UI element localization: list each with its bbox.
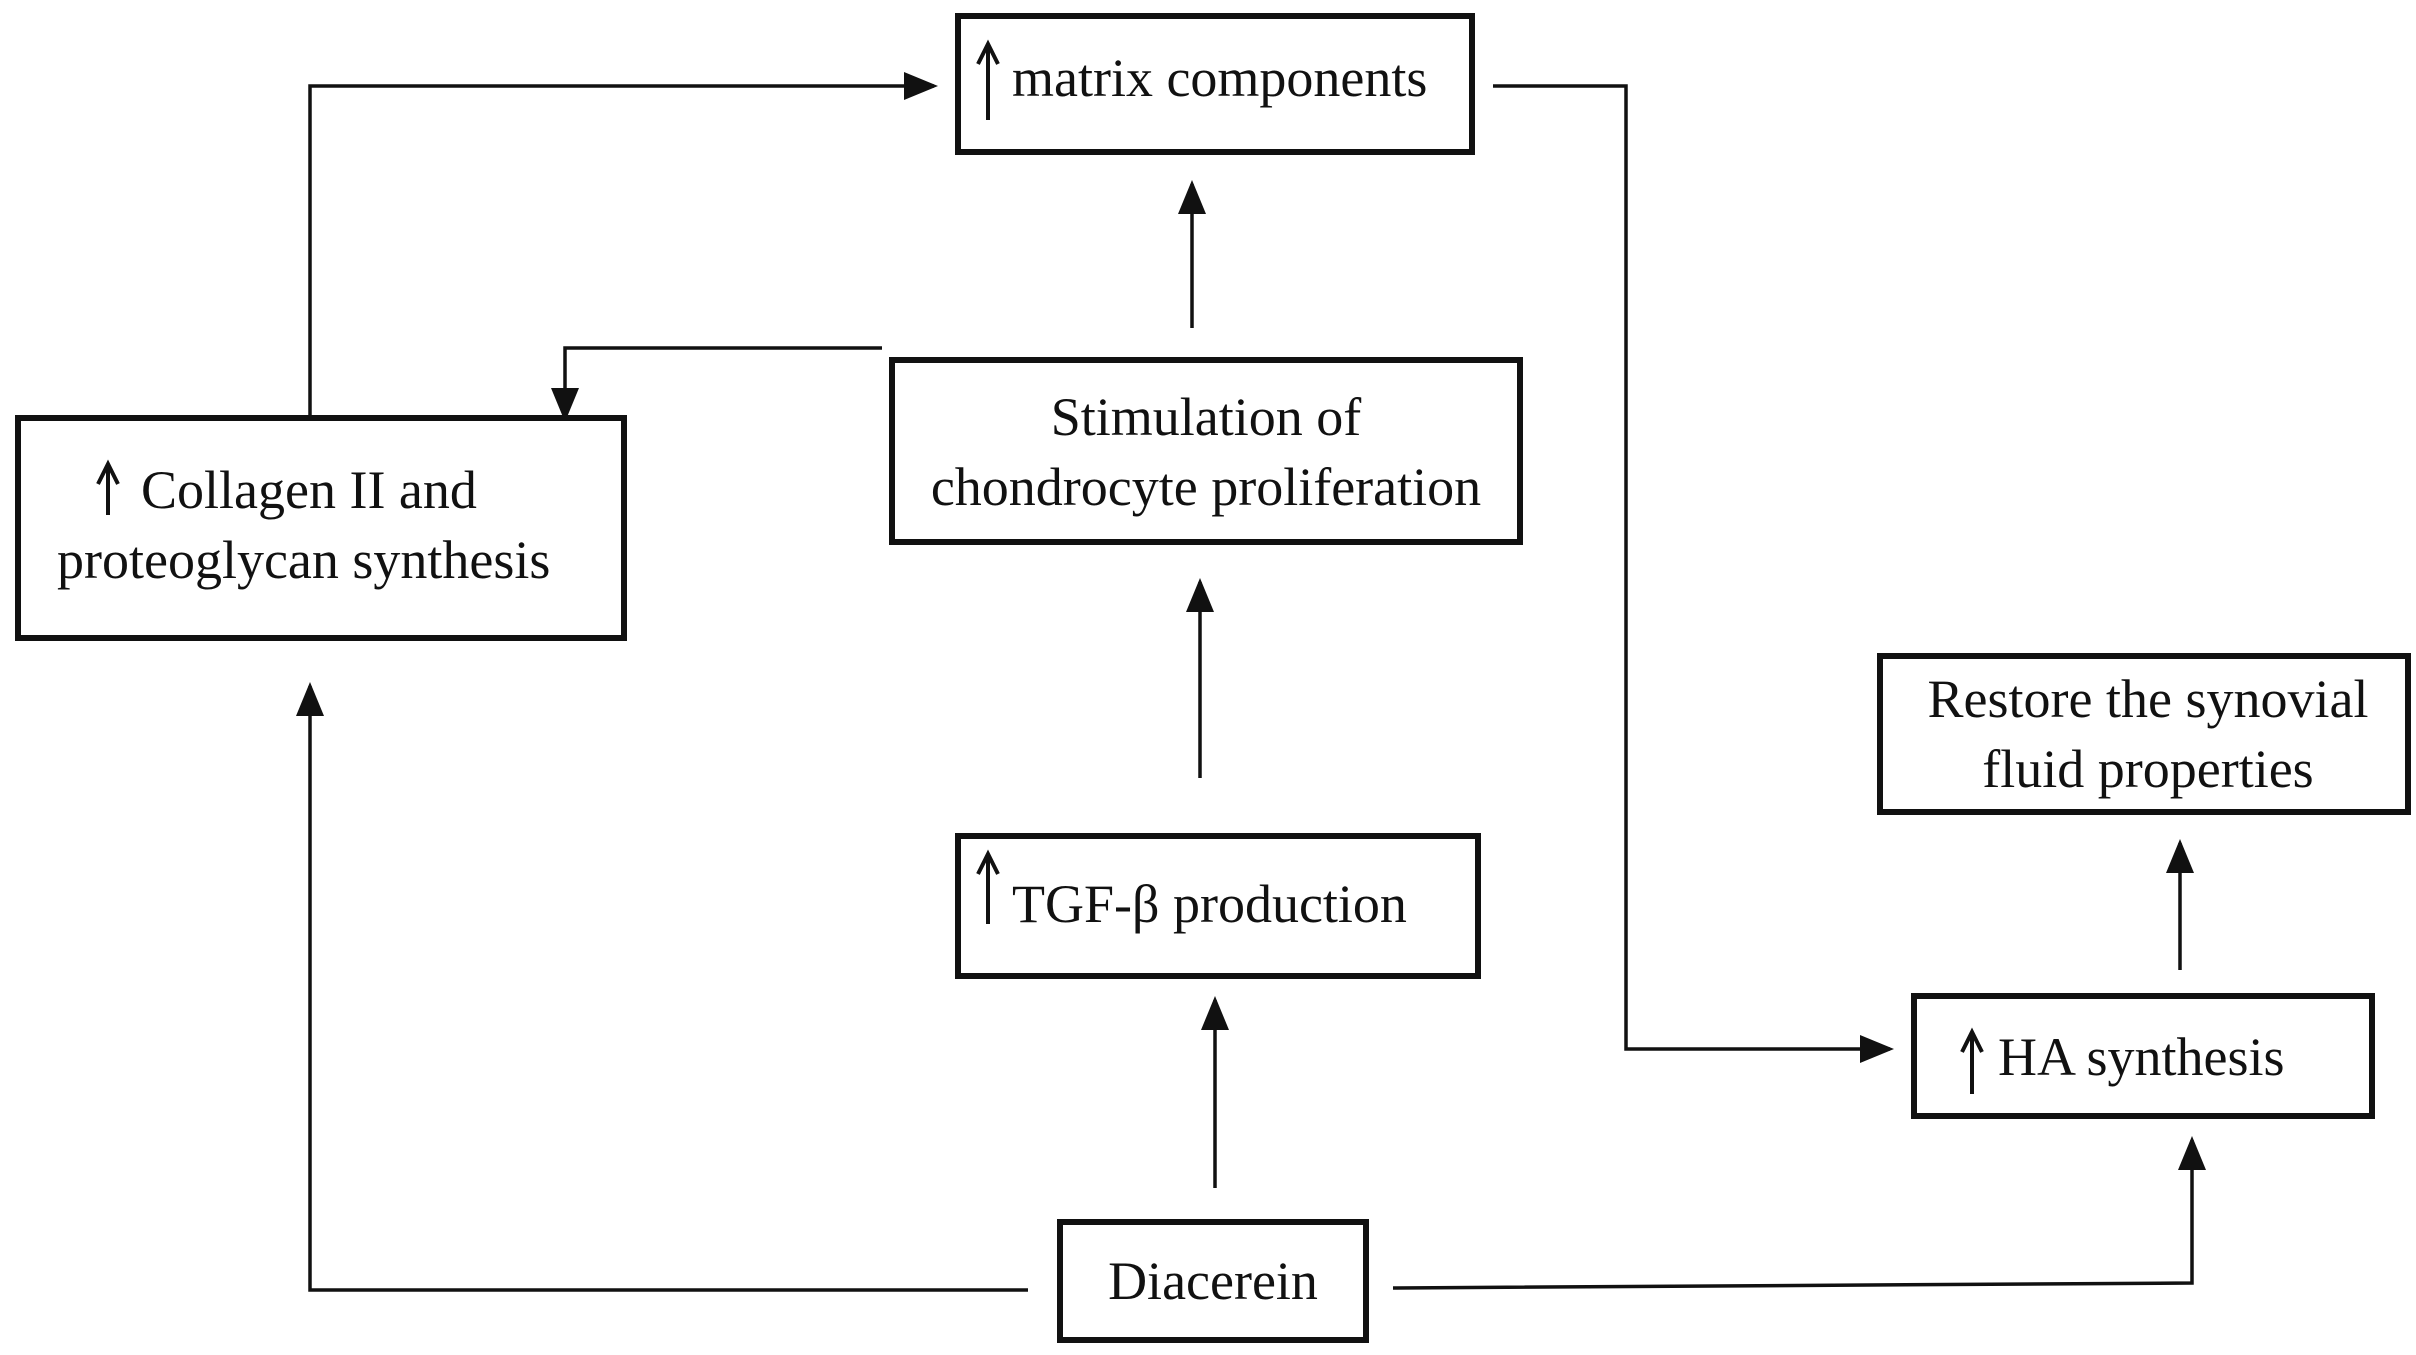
node-box xyxy=(955,833,1481,979)
node-label: matrix components xyxy=(1012,48,1427,108)
node-matrix-components: matrix components xyxy=(955,13,1475,155)
node-label-line-2: fluid properties xyxy=(1982,739,2313,799)
node-label-line-2: proteoglycan synthesis xyxy=(57,530,550,590)
edge-diacerein-to-ha xyxy=(1392,1136,2206,1290)
node-restore-synovial: Restore the synovial fluid properties xyxy=(1877,653,2411,815)
node-box xyxy=(1911,993,2375,1119)
node-label-line-1: Restore the synovial xyxy=(1928,669,2369,729)
node-label: HA synthesis xyxy=(1998,1027,2285,1087)
node-box xyxy=(1877,653,2411,815)
node-label-line-1: Collagen II and xyxy=(141,460,477,520)
node-diacerein: Diacerein xyxy=(1057,1219,1369,1343)
node-ha-synthesis: HA synthesis xyxy=(1911,993,2375,1119)
up-arrow-icon xyxy=(96,459,120,515)
node-box xyxy=(1057,1219,1369,1343)
node-tgf-beta: TGF-β production xyxy=(955,833,1481,979)
connectors xyxy=(296,72,2206,1292)
node-label-line-1: Stimulation of xyxy=(1051,387,1362,447)
node-collagen-synthesis: Collagen II and proteoglycan synthesis xyxy=(15,415,627,641)
edge-collagen-to-matrix xyxy=(308,72,938,420)
node-label: Diacerein xyxy=(1108,1251,1318,1311)
node-box xyxy=(889,357,1523,545)
up-arrow-icon xyxy=(1960,1027,1984,1094)
node-label-line-2: chondrocyte proliferation xyxy=(931,457,1481,517)
edge-diacerein-to-collagen xyxy=(296,682,1028,1292)
up-arrow-icon xyxy=(976,849,1000,924)
node-box xyxy=(15,415,627,641)
edge-matrix-to-ha xyxy=(1493,84,1894,1063)
node-stimulation: Stimulation of chondrocyte proliferation xyxy=(889,357,1523,545)
node-label: TGF-β production xyxy=(1012,874,1407,934)
up-arrow-icon xyxy=(976,39,1000,120)
edge-stimulation-to-collagen xyxy=(551,346,882,422)
node-box xyxy=(955,13,1475,155)
